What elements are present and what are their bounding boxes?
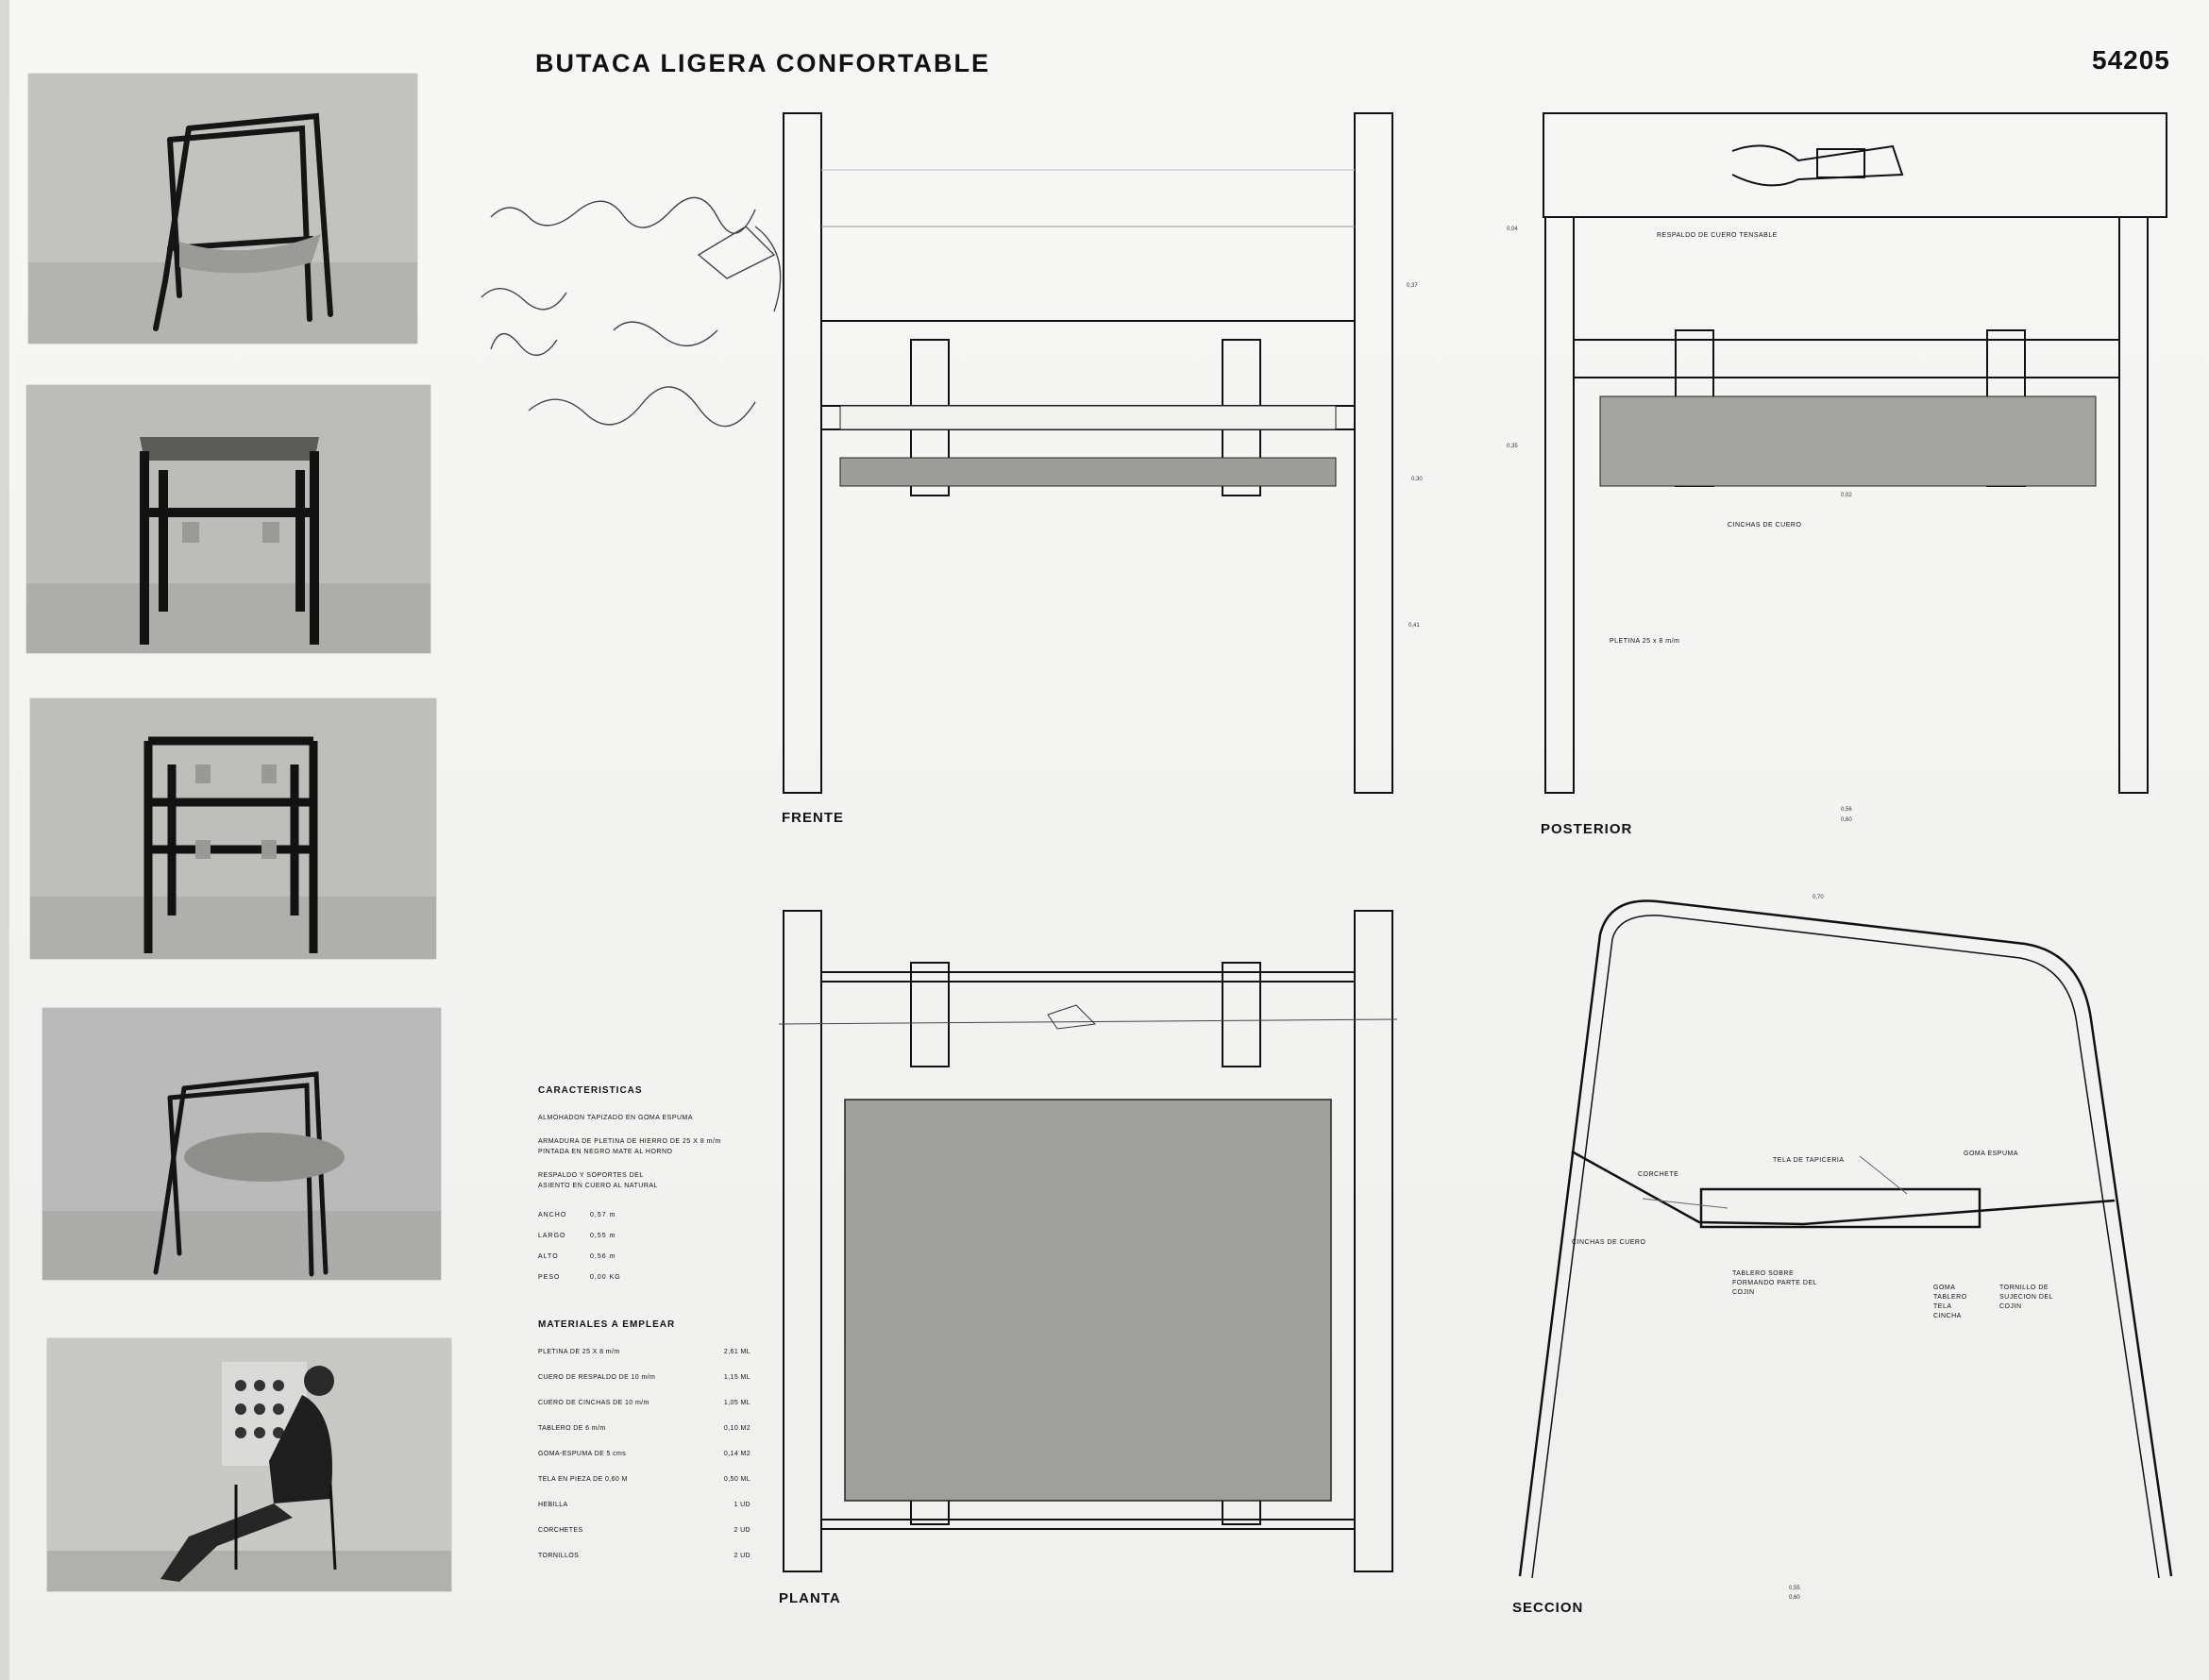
section-view-label: SECCION: [1512, 1600, 1584, 1616]
back-view-label: POSTERIOR: [1541, 821, 1633, 837]
sheet-title: BUTACA LIGERA CONFORTABLE: [535, 49, 990, 77]
specs-heading: CARACTERISTICAS: [538, 1085, 643, 1096]
front-view-label: FRENTE: [782, 810, 844, 826]
back-dim-2: 0,35: [1507, 444, 1518, 449]
spec-line: RESPALDO Y SOPORTES DEL: [538, 1172, 644, 1179]
sheet-number: 54205: [2092, 45, 2170, 75]
photo-chair-in-use: [47, 1338, 451, 1591]
back-note-straps: CINCHAS DE CUERO: [1728, 522, 1802, 529]
back-dim-bottom2: 0,60: [1841, 817, 1852, 823]
section-legend-right: TORNILLO DE SUJECION DEL COJIN: [1999, 1285, 2053, 1310]
materials-heading: MATERIALES A EMPLEAR: [538, 1319, 676, 1330]
signatures: [481, 196, 782, 428]
spec-line: ALMOHADON TAPIZADO EN GOMA ESPUMA: [538, 1115, 694, 1121]
spec-line: ARMADURA DE PLETINA DE HIERRO DE 25 X 8 …: [538, 1138, 721, 1145]
section-note-hook: CORCHETE: [1638, 1171, 1679, 1178]
back-dim-3: 0,02: [1841, 493, 1852, 498]
front-dim-2: 0,30: [1411, 477, 1423, 482]
section-note-board: TABLERO SOBRE FORMANDO PARTE DEL COJIN: [1732, 1270, 1817, 1296]
section-note-foam: GOMA ESPUMA: [1964, 1151, 2019, 1157]
back-dim-1: 0,04: [1507, 227, 1518, 232]
photo-chair-front: [30, 698, 436, 959]
plan-view-drawing: [778, 910, 1398, 1572]
plan-view-label: PLANTA: [779, 1590, 841, 1606]
specifications: CARACTERISTICAS ALMOHADON TAPIZADO EN GO…: [538, 1085, 750, 1569]
spec-line: ASIENTO EN CUERO AL NATURAL: [538, 1183, 658, 1189]
back-dim-bottom: 0,56: [1841, 807, 1852, 813]
section-note-straps: CINCHAS DE CUERO: [1572, 1239, 1646, 1246]
section-view-drawing: [1518, 899, 2173, 1579]
front-view-drawing: [783, 112, 1393, 794]
section-dim-bottom2: 0,60: [1789, 1595, 1800, 1601]
section-dim-top: 0,70: [1813, 895, 1824, 900]
front-dim-1: 0,37: [1407, 283, 1418, 289]
section-note-fabric: TELA DE TAPICERIA: [1773, 1157, 1845, 1164]
page-edge: [0, 0, 9, 1680]
back-note-backrest: RESPALDO DE CUERO TENSABLE: [1657, 232, 1778, 239]
front-dim-3: 0,41: [1408, 623, 1420, 629]
section-dim-bottom: 0,55: [1789, 1586, 1800, 1591]
photo-chair-perspective: [28, 74, 417, 344]
back-view-drawing: [1543, 112, 2167, 794]
back-note-bar: PLETINA 25 x 8 m/m: [1610, 638, 1680, 645]
section-legend-left: GOMA TABLERO TELA CINCHA: [1933, 1285, 1967, 1319]
photo-chair-back: [26, 385, 430, 653]
spec-line: PINTADA EN NEGRO MATE AL HORNO: [538, 1149, 673, 1155]
photo-chair-cushion: [42, 1008, 441, 1280]
